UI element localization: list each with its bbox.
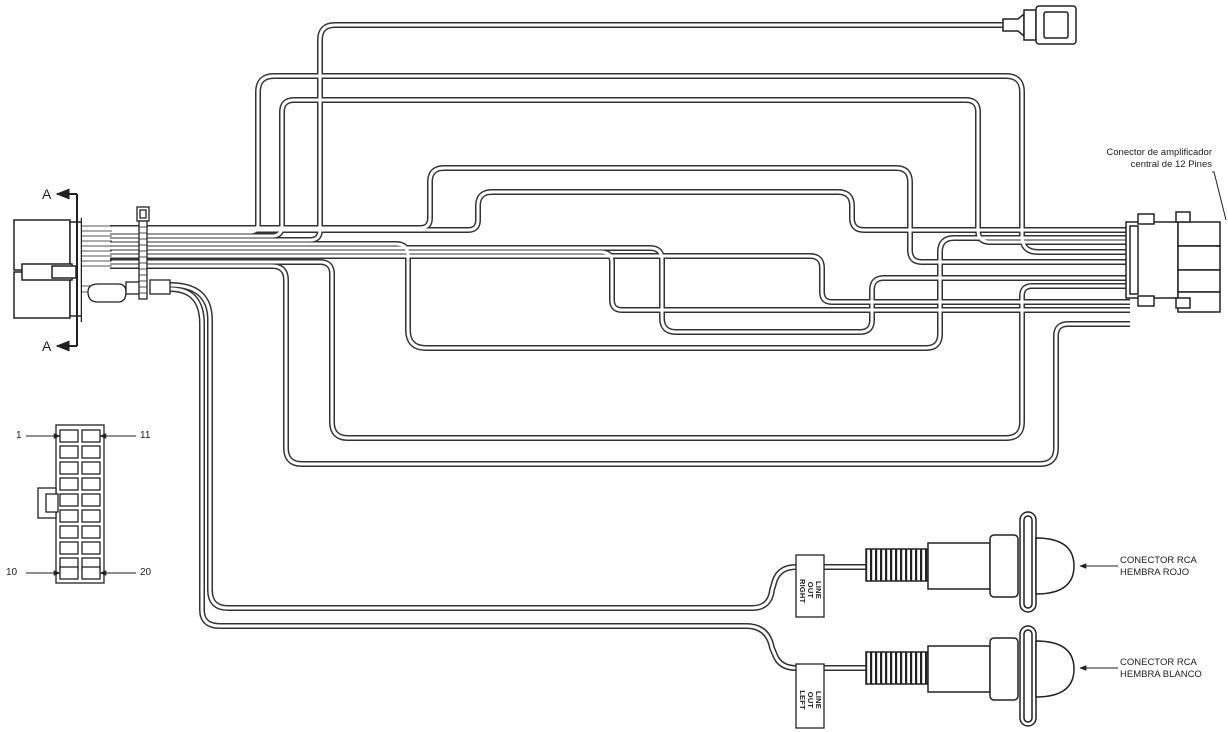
rca-jack-white — [865, 625, 1075, 727]
pin-markers — [26, 433, 136, 576]
amp-connector-label-line2: central de 12 Pines — [1130, 159, 1212, 170]
rca-white-label-line2: HEMBRA BLANCO — [1120, 669, 1202, 680]
wire-bundle — [110, 22, 1130, 671]
ring-terminal — [1002, 5, 1077, 45]
pin-label-10: 10 — [6, 567, 18, 578]
rca-red-label-line2: HEMBRA ROJO — [1120, 567, 1190, 578]
sleeve-label-right: LINE OUT RIGHT — [798, 579, 823, 604]
harness-connector-20-pin — [13, 194, 112, 346]
pin-label-11: 11 — [140, 430, 151, 441]
cable-tie — [136, 206, 150, 300]
amp-callout-leader — [1212, 171, 1227, 221]
wire-loop-lower-outer — [110, 263, 1130, 467]
sleeve-line-out-right — [795, 554, 825, 618]
amp-connector-label: Conector de amplificador central de 12 P… — [1040, 147, 1212, 171]
amp-connector-label-line1: Conector de amplificador — [1106, 147, 1212, 158]
section-label-bottom: A — [42, 338, 52, 354]
section-label-top: A — [42, 186, 52, 202]
rca-jack-red — [865, 511, 1075, 613]
amplifier-connector-12-pin — [1125, 211, 1221, 313]
rca-white-label-line1: CONECTOR RCA — [1120, 657, 1197, 668]
pin-label-20: 20 — [140, 567, 152, 578]
rca-red-label-line1: CONECTOR RCA — [1120, 555, 1197, 566]
pin-label-1: 1 — [16, 430, 22, 441]
wire-ground-lead — [110, 22, 1005, 243]
inline-fuse — [87, 279, 171, 303]
sleeve-line-out-left — [795, 663, 825, 729]
sleeve-label-left: LINE OUT LEFT — [798, 690, 823, 710]
rca-white-label: CONECTOR RCA HEMBRA BLANCO — [1120, 657, 1202, 681]
pinout-diagram — [37, 424, 105, 584]
rca-red-label: CONECTOR RCA HEMBRA ROJO — [1120, 555, 1197, 579]
